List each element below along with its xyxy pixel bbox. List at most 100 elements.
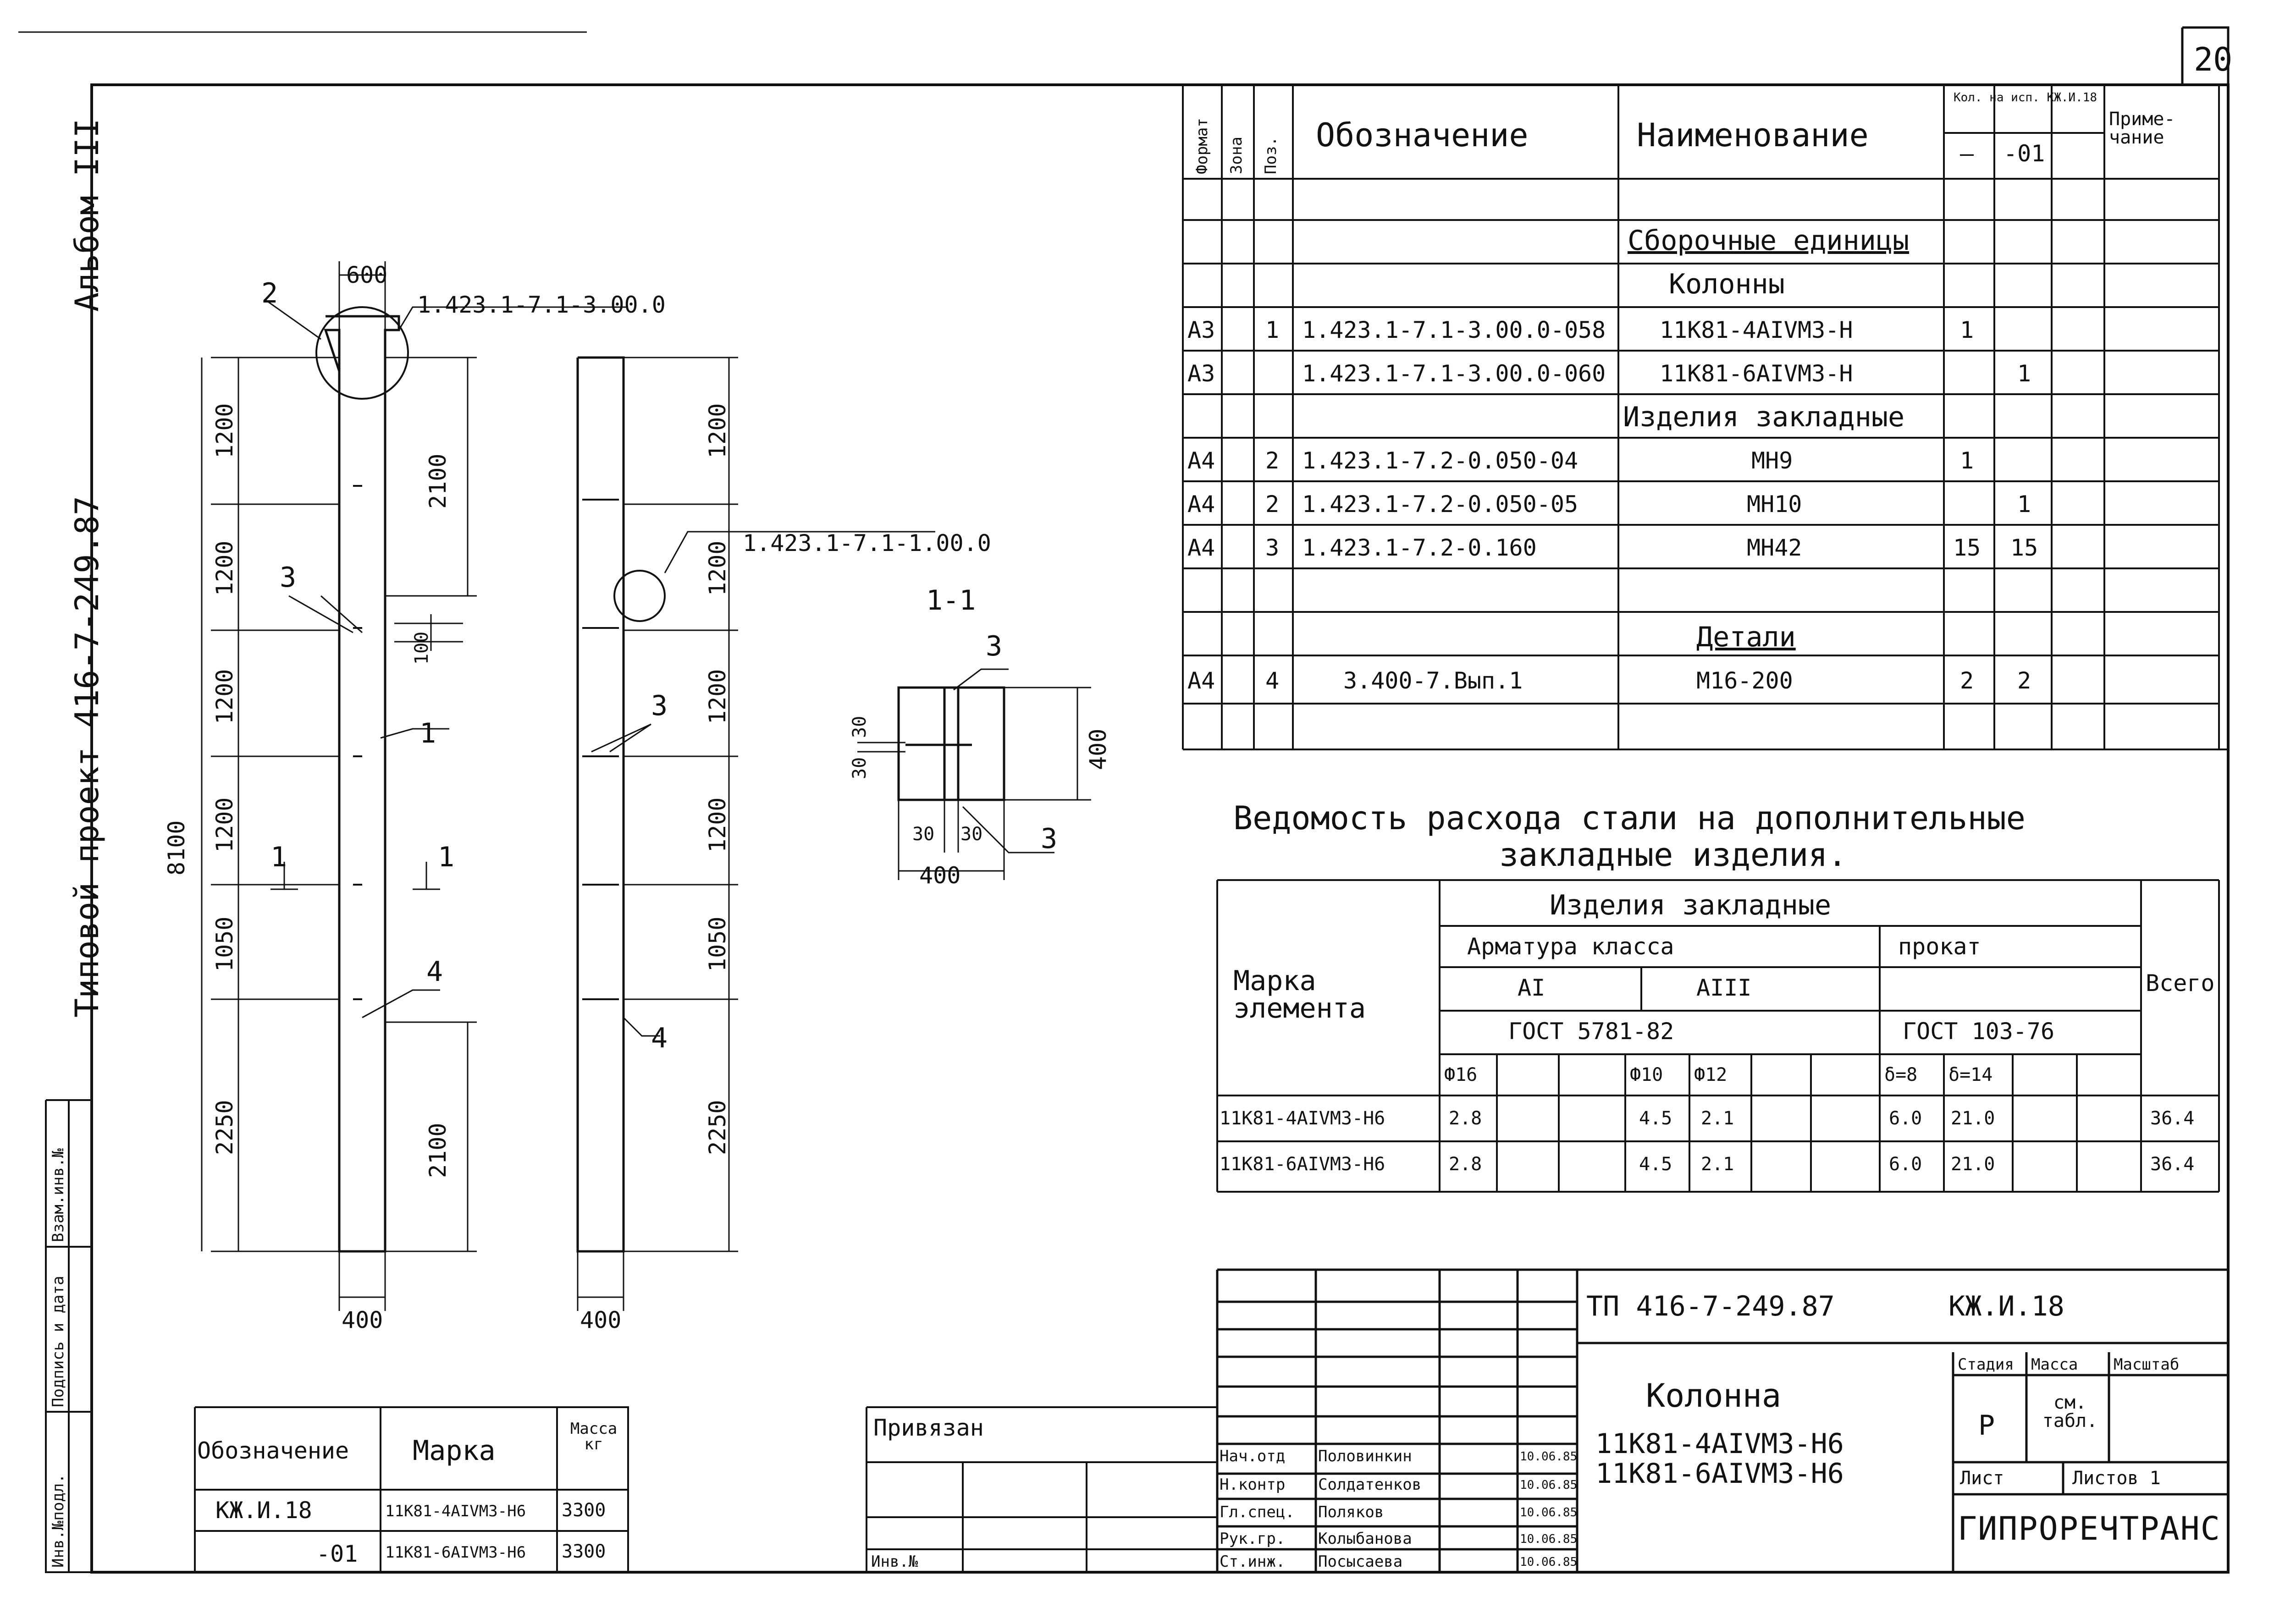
- sig-name: Солдатенков: [1318, 1475, 1422, 1494]
- steel-mark: 11К81-4АIVМ3-Н6: [1220, 1108, 1385, 1129]
- sig-name: Половинкин: [1318, 1447, 1412, 1465]
- marker-pos-4a: 4: [426, 956, 443, 988]
- steel-h-rebar: Арматура класса: [1467, 933, 1674, 960]
- spec-h-qty-a: –: [1960, 140, 1974, 167]
- sig-role: Ст.инж.: [1220, 1552, 1286, 1571]
- marker-pos-4b: 4: [651, 1022, 668, 1054]
- steel-val: 6.0: [1889, 1108, 1922, 1129]
- spec-qty-a: 1: [1960, 317, 1974, 343]
- spec-h-name: Наименование: [1637, 116, 1869, 154]
- spec-h-format: Формат: [1193, 118, 1211, 174]
- spec-name: М16-200: [1696, 667, 1793, 694]
- dim-seg-6: 2250: [211, 1100, 238, 1155]
- marks-designation: -01: [316, 1541, 358, 1567]
- spec-name: МН42: [1747, 534, 1802, 561]
- spec-qty-a: 1: [1960, 447, 1974, 474]
- dim-seg-3: 1200: [211, 669, 238, 724]
- steel-col-3: Ф10: [1630, 1064, 1663, 1085]
- dim2-seg-1: 1200: [704, 403, 731, 458]
- sig-role: Гл.спец.: [1220, 1503, 1295, 1521]
- sig-date: 10.06.85: [1520, 1506, 1578, 1519]
- steel-val: 2.1: [1701, 1154, 1734, 1175]
- marks-h-mark: Марка: [413, 1435, 496, 1467]
- dim2-seg-2: 1200: [704, 540, 731, 596]
- title-org: ГИПРОРЕЧТРАНС: [1958, 1510, 2221, 1547]
- spec-designation: 1.423.1-7.2-0.160: [1302, 534, 1537, 561]
- spec-name: МН10: [1747, 491, 1802, 517]
- spec-format: А4: [1187, 534, 1215, 561]
- cut-marker-right: 1: [438, 841, 455, 873]
- spec-qty-a: 15: [1953, 534, 1981, 561]
- steel-col-0: Ф16: [1444, 1064, 1478, 1085]
- spec-h-pos: Поз.: [1262, 137, 1280, 174]
- sig-role: Рук.гр.: [1220, 1530, 1286, 1548]
- steel-total: 36.4: [2150, 1154, 2195, 1175]
- title-name: Колонна: [1646, 1377, 1782, 1415]
- section-marker-3a: 3: [986, 630, 1003, 662]
- section-dim-width: 400: [919, 862, 961, 889]
- spec-format: А4: [1187, 447, 1215, 474]
- spec-designation: 1.423.1-7.2-0.050-05: [1302, 491, 1579, 517]
- sig-name: Колыбанова: [1318, 1530, 1412, 1548]
- cut-marker-left: 1: [270, 841, 287, 873]
- spec-format: А3: [1187, 317, 1215, 343]
- section-dim-a: 30: [912, 824, 935, 845]
- marker-pos-1: 1: [419, 717, 436, 749]
- stamp-inv-repl: Взам.инв.№: [49, 1148, 67, 1242]
- spec-qty-b: 1: [2017, 491, 2031, 517]
- spec-format: А3: [1187, 360, 1215, 387]
- spec-h-zone: Зона: [1227, 137, 1246, 174]
- marker-pos-3b: 3: [651, 690, 668, 722]
- dim-right-1: 2100: [425, 453, 451, 509]
- steel-val: 2.1: [1701, 1108, 1734, 1129]
- spec-h-note: Приме-чание: [2109, 109, 2175, 148]
- spec-designation: 1.423.1-7.1-3.00.0-058: [1302, 317, 1606, 343]
- title-h-mass: Масса: [2031, 1355, 2078, 1374]
- steel-h-a1: АI: [1518, 974, 1545, 1001]
- title-variant-2: 11К81-6АIVМ3-Н6: [1595, 1458, 1844, 1490]
- steel-h-gost2: ГОСТ 103-76: [1903, 1018, 2055, 1045]
- section-dim-b: 30: [960, 824, 983, 845]
- steel-col-8: δ=14: [1948, 1064, 1993, 1085]
- spec-qty-b: 15: [2010, 534, 2038, 561]
- dim2-seg-5: 1050: [704, 916, 731, 972]
- steel-h-gost1: ГОСТ 5781-82: [1508, 1018, 1674, 1045]
- spec-name: Сборочные единицы: [1628, 225, 1910, 257]
- steel-h-a3: АIII: [1696, 974, 1752, 1001]
- steel-val: 4.5: [1639, 1108, 1672, 1129]
- spec-name: Колонны: [1669, 268, 1785, 300]
- marks-mass: 3300: [562, 1500, 606, 1521]
- steel-h-mark: Марка элемента: [1233, 965, 1366, 1024]
- spec-qty-b: 2: [2017, 667, 2031, 694]
- spec-designation: 1.423.1-7.1-3.00.0-060: [1302, 360, 1606, 387]
- steel-h-embedded: Изделия закладные: [1550, 889, 1832, 921]
- steel-val: 2.8: [1449, 1154, 1482, 1175]
- steel-val: 2.8: [1449, 1108, 1482, 1129]
- steel-title-1: Ведомость расхода стали на дополнительны…: [1233, 799, 2026, 837]
- marks-h-mass: Масса кг: [570, 1420, 618, 1453]
- spec-pos: 1: [1265, 317, 1280, 343]
- album-label: Альбом III: [68, 118, 106, 312]
- spec-format: А4: [1187, 667, 1215, 694]
- dim-seg-2: 1200: [211, 540, 238, 596]
- section-dim-height: 400: [1085, 728, 1111, 770]
- spec-qty-b: 1: [2017, 360, 2031, 387]
- dim-seg-4: 1200: [211, 797, 238, 853]
- dim-width-bottom: 400: [342, 1307, 383, 1333]
- spec-h-qty: Кол. на исп. КЖ.И.18: [1953, 91, 2097, 105]
- dim-right-2: 2100: [425, 1123, 451, 1178]
- steel-val: 6.0: [1889, 1154, 1922, 1175]
- title-variant-1: 11К81-4АIVМ3-Н6: [1595, 1428, 1844, 1460]
- sig-name: Поляков: [1318, 1503, 1384, 1521]
- sig-role: Н.контр: [1220, 1475, 1286, 1494]
- title-h-sheet: Лист: [1960, 1468, 2004, 1489]
- marks-designation: КЖ.И.18: [215, 1497, 312, 1524]
- steel-col-4: Ф12: [1694, 1064, 1728, 1085]
- section-dim-c: 30: [849, 716, 870, 738]
- title-h-sheets: Листов 1: [2072, 1468, 2161, 1489]
- title-stage: Р: [1978, 1409, 1995, 1442]
- spec-pos: 2: [1265, 447, 1280, 474]
- steel-mark: 11К81-6АIVМ3-Н6: [1220, 1154, 1385, 1175]
- spec-designation: 3.400-7.Вып.1: [1343, 667, 1523, 694]
